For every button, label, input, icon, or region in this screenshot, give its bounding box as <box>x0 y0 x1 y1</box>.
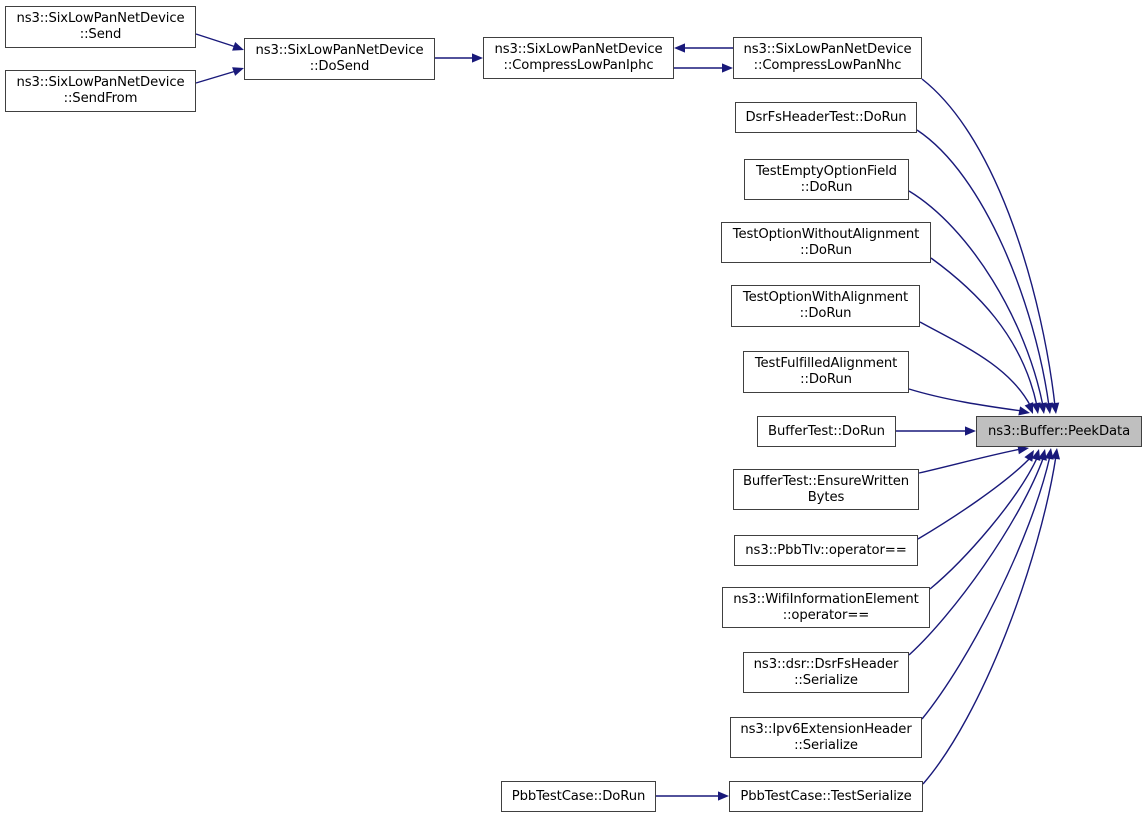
node-wifiie[interactable]: ns3::WifiInformationElement ::operator== <box>722 587 930 628</box>
edge-fulfilledalign-peekdata <box>908 388 1023 412</box>
node-ipv6extheader[interactable]: ns3::Ipv6ExtensionHeader ::Serialize <box>730 717 922 758</box>
edge-nhc-iphc-arrowhead <box>674 43 685 53</box>
node-dsrfsheadertest[interactable]: DsrFsHeaderTest::DoRun <box>735 102 917 133</box>
edge-pbbdorun-pbbserialize-arrowhead <box>718 791 729 801</box>
edge-withoutalign-peekdata <box>930 257 1038 407</box>
edge-send-dosend <box>195 33 237 48</box>
edge-wifiie-peekdata <box>929 455 1039 590</box>
edge-sendfrom-dosend <box>195 70 237 84</box>
node-nhc[interactable]: ns3::SixLowPanNetDevice ::CompressLowPan… <box>733 37 922 79</box>
edge-iphc-nhc-arrowhead <box>722 63 733 73</box>
node-pbbtestserial[interactable]: PbbTestCase::TestSerialize <box>729 781 923 812</box>
edge-ipv6extheader-peekdata-arrowhead <box>1044 448 1054 460</box>
node-withoutalign[interactable]: TestOptionWithoutAlignment ::DoRun <box>721 222 931 263</box>
node-pbbtlv[interactable]: ns3::PbbTlv::operator== <box>734 535 918 566</box>
node-dsrfsheaderser[interactable]: ns3::dsr::DsrFsHeader ::Serialize <box>743 652 909 693</box>
node-fulfilledalign[interactable]: TestFulfilledAlignment ::DoRun <box>743 351 909 393</box>
edge-nhc-peekdata <box>921 78 1056 407</box>
edge-pbbtestserial-peekdata <box>922 455 1057 785</box>
edge-nhc-peekdata-arrowhead <box>1050 402 1060 414</box>
node-emptyoption[interactable]: TestEmptyOptionField ::DoRun <box>744 159 909 200</box>
edge-ipv6extheader-peekdata <box>921 455 1051 720</box>
edge-wifiie-peekdata-arrowhead <box>1031 449 1041 461</box>
node-sendfrom[interactable]: ns3::SixLowPanNetDevice ::SendFrom <box>5 70 196 112</box>
edge-emptyoption-peekdata-arrowhead <box>1037 402 1047 414</box>
edge-ensurewritten-peekdata <box>918 448 1022 474</box>
node-iphc[interactable]: ns3::SixLowPanNetDevice ::CompressLowPan… <box>483 37 674 79</box>
edge-pbbtlv-peekdata-arrowhead <box>1024 450 1034 462</box>
edge-dsrfsheaderser-peekdata-arrowhead <box>1037 449 1047 461</box>
node-ensurewritten[interactable]: BufferTest::EnsureWritten Bytes <box>733 469 919 510</box>
edge-pbbtestserial-peekdata-arrowhead <box>1050 448 1061 460</box>
edge-withalign-peekdata-arrowhead <box>1024 402 1034 414</box>
node-peekdata[interactable]: ns3::Buffer::PeekData <box>976 416 1142 447</box>
edge-withalign-peekdata <box>919 321 1032 408</box>
edge-dsrfsheadertest-peekdata-arrowhead <box>1043 402 1054 414</box>
edge-dosend-iphc-arrowhead <box>472 53 483 63</box>
edge-withoutalign-peekdata-arrowhead <box>1031 402 1041 414</box>
node-withalign[interactable]: TestOptionWithAlignment ::DoRun <box>731 285 920 327</box>
node-pbbtestdorun[interactable]: PbbTestCase::DoRun <box>501 781 656 812</box>
edge-dsrfsheadertest-peekdata <box>916 129 1050 407</box>
edge-pbbtlv-peekdata <box>917 455 1033 540</box>
node-buffertestdorun[interactable]: BufferTest::DoRun <box>757 416 896 447</box>
edge-buffertestdorun-peekdata-arrowhead <box>965 426 976 436</box>
node-send[interactable]: ns3::SixLowPanNetDevice ::Send <box>5 6 196 48</box>
node-dosend[interactable]: ns3::SixLowPanNetDevice ::DoSend <box>244 38 435 80</box>
